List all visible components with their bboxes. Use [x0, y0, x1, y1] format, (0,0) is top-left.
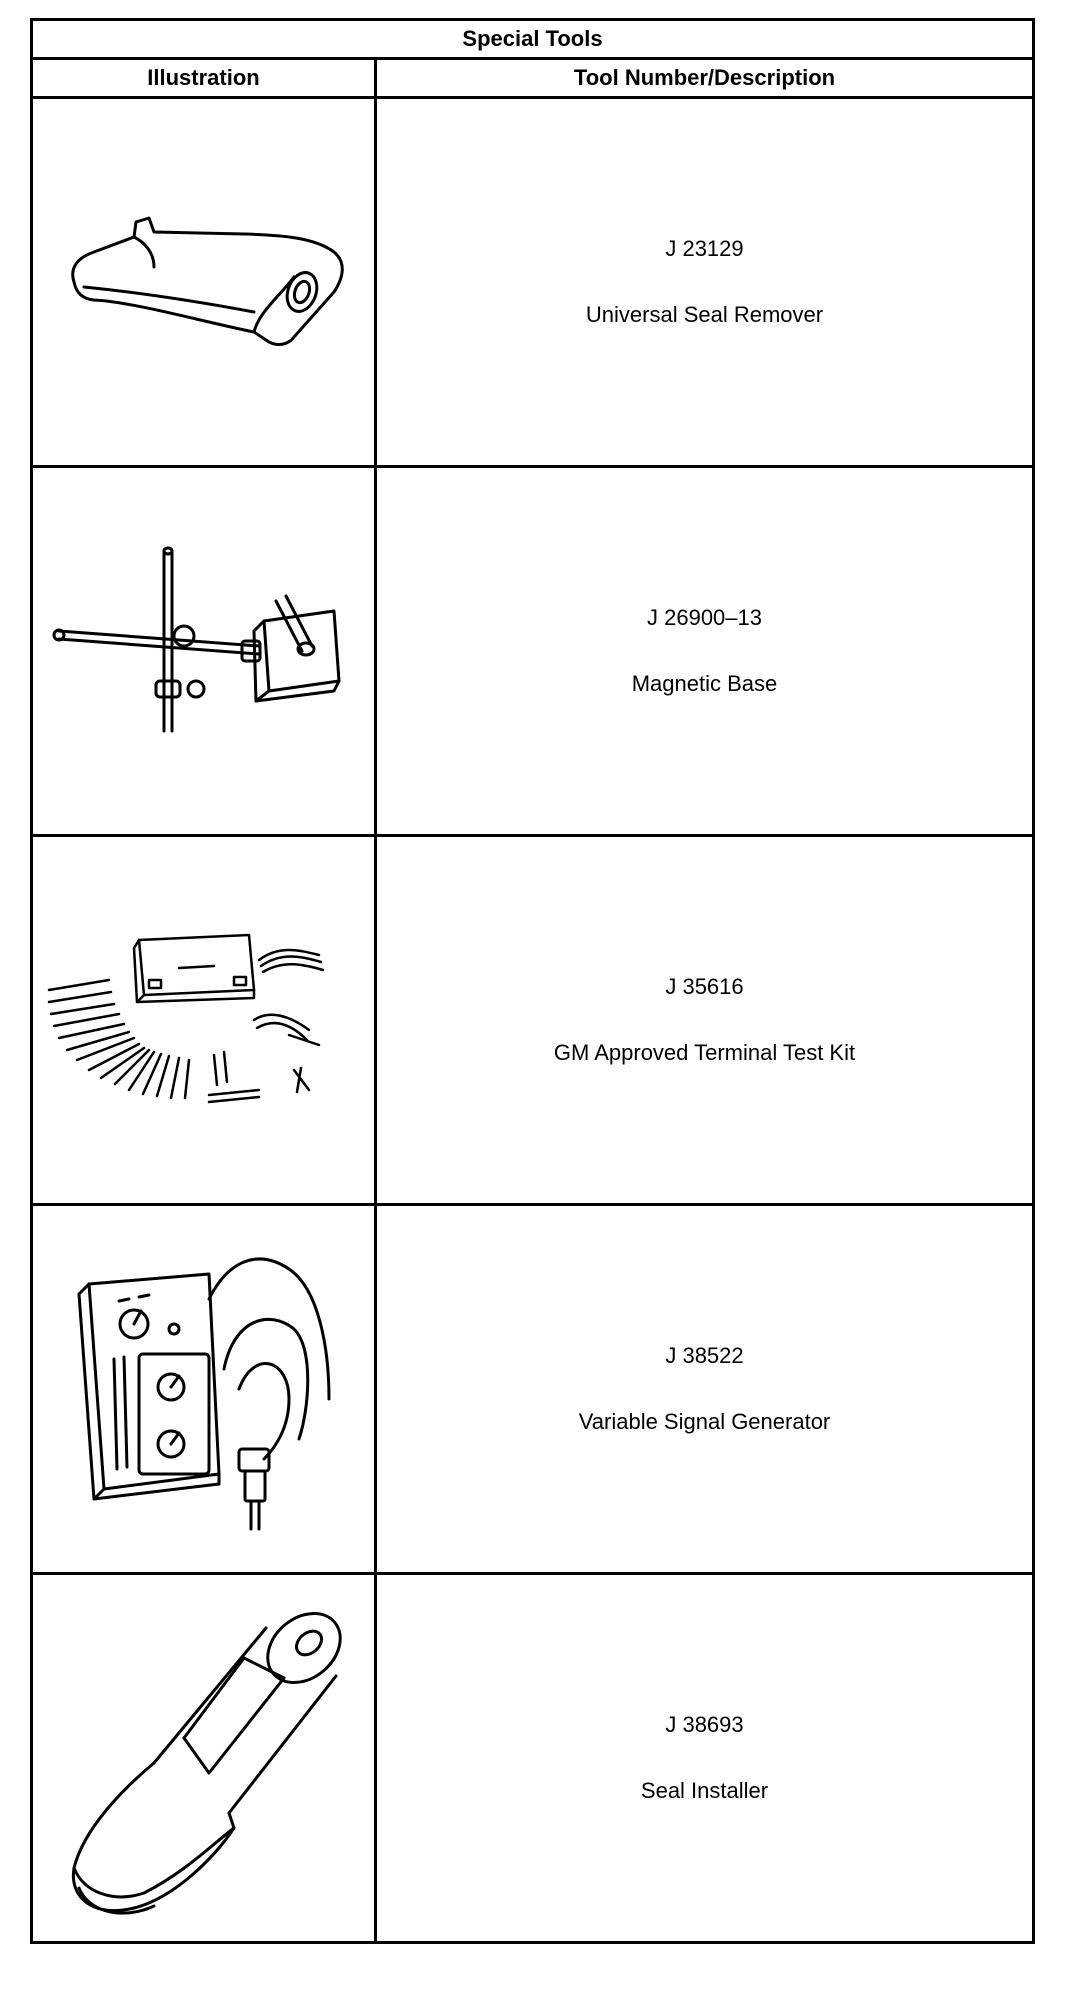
- tool-number: J 23129: [665, 236, 744, 261]
- special-tools-table: Special Tools Illustration Tool Number/D…: [30, 18, 1035, 1944]
- table-row: J 38522 Variable Signal Generator: [30, 1203, 1035, 1575]
- tool-description: Seal Installer: [640, 1778, 769, 1803]
- table-row: J 26900–13 Magnetic Base: [30, 465, 1035, 837]
- tool-number: J 35616: [665, 974, 744, 999]
- tool-description: Universal Seal Remover: [585, 302, 824, 327]
- illustration-cell: [30, 465, 377, 837]
- signal-generator-icon: [33, 1206, 374, 1572]
- tool-description: Magnetic Base: [631, 671, 778, 696]
- illustration-cell: [30, 96, 377, 468]
- table-row: J 23129 Universal Seal Remover: [30, 96, 1035, 468]
- seal-installer-icon: [33, 1575, 374, 1941]
- column-header-illustration: Illustration: [30, 57, 377, 99]
- table-row: J 38693 Seal Installer: [30, 1572, 1035, 1944]
- table-header-row: Illustration Tool Number/Description: [30, 57, 1035, 99]
- tool-description: GM Approved Terminal Test Kit: [553, 1040, 856, 1065]
- illustration-cell: [30, 1572, 377, 1944]
- tool-number: J 38693: [665, 1712, 744, 1737]
- tool-description: Variable Signal Generator: [578, 1409, 831, 1434]
- description-cell: J 23129 Universal Seal Remover: [374, 96, 1035, 468]
- illustration-cell: [30, 1203, 377, 1575]
- seal-remover-icon: [33, 99, 374, 465]
- description-cell: J 26900–13 Magnetic Base: [374, 465, 1035, 837]
- description-cell: J 35616 GM Approved Terminal Test Kit: [374, 834, 1035, 1206]
- illustration-cell: [30, 834, 377, 1206]
- magnetic-base-icon: [33, 468, 374, 834]
- description-cell: J 38693 Seal Installer: [374, 1572, 1035, 1944]
- tool-number: J 26900–13: [647, 605, 762, 630]
- table-title: Special Tools: [30, 18, 1035, 60]
- table-title-row: Special Tools: [30, 18, 1035, 60]
- tool-number: J 38522: [665, 1343, 744, 1368]
- table-row: J 35616 GM Approved Terminal Test Kit: [30, 834, 1035, 1206]
- description-cell: J 38522 Variable Signal Generator: [374, 1203, 1035, 1575]
- terminal-test-kit-icon: [33, 837, 374, 1203]
- column-header-description: Tool Number/Description: [374, 57, 1035, 99]
